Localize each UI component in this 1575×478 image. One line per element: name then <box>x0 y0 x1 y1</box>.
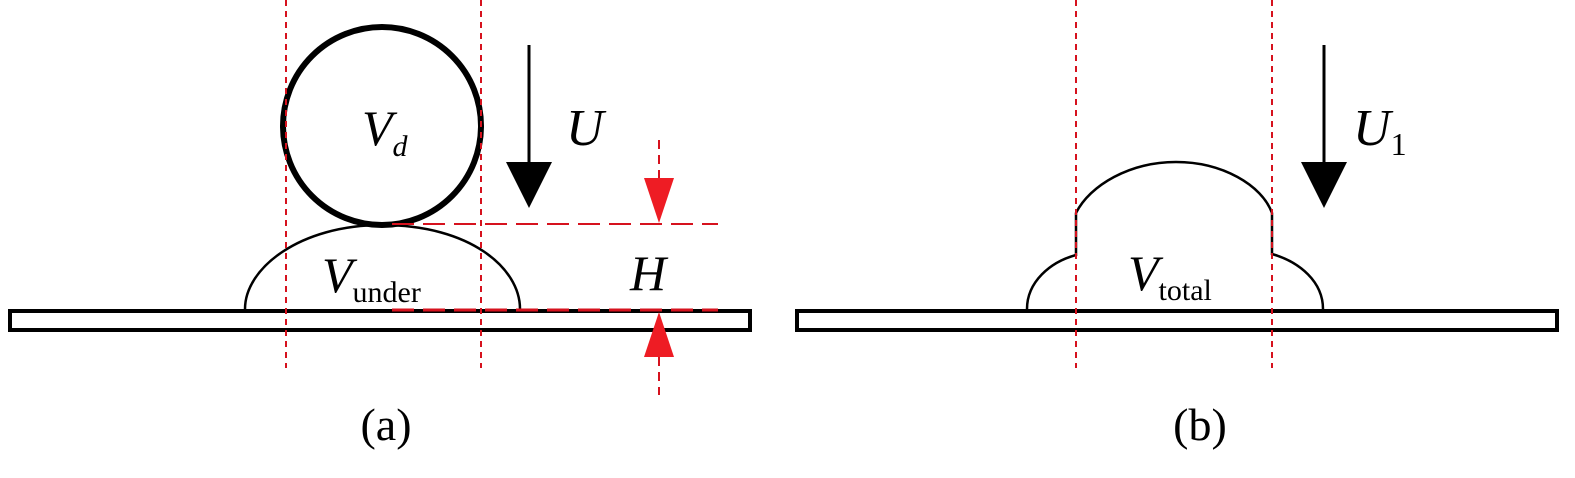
lens-volume-label: Vunder <box>322 247 421 309</box>
caption-b: (b) <box>1173 399 1227 450</box>
substrate-plate-b <box>795 309 1559 332</box>
height-label: H <box>629 245 669 301</box>
height-arrow-top-head <box>644 178 674 223</box>
droplet-volume-label: Vd <box>362 100 409 163</box>
merged-droplet-profile <box>1025 160 1325 310</box>
panel-b: Vtotal U1 (b) <box>795 0 1559 450</box>
panel-a: Vd Vunder U H (a) <box>8 0 752 450</box>
substrate-plate-a <box>8 309 752 332</box>
velocity-label-a: U <box>566 100 607 157</box>
velocity-arrow-head-a <box>506 162 552 208</box>
velocity-arrow-head-b <box>1301 162 1347 208</box>
total-volume-label: Vtotal <box>1128 245 1212 307</box>
velocity-label-b: U1 <box>1353 100 1407 162</box>
height-arrow-bottom-head <box>644 312 674 357</box>
caption-a-text: (a) <box>360 399 411 450</box>
